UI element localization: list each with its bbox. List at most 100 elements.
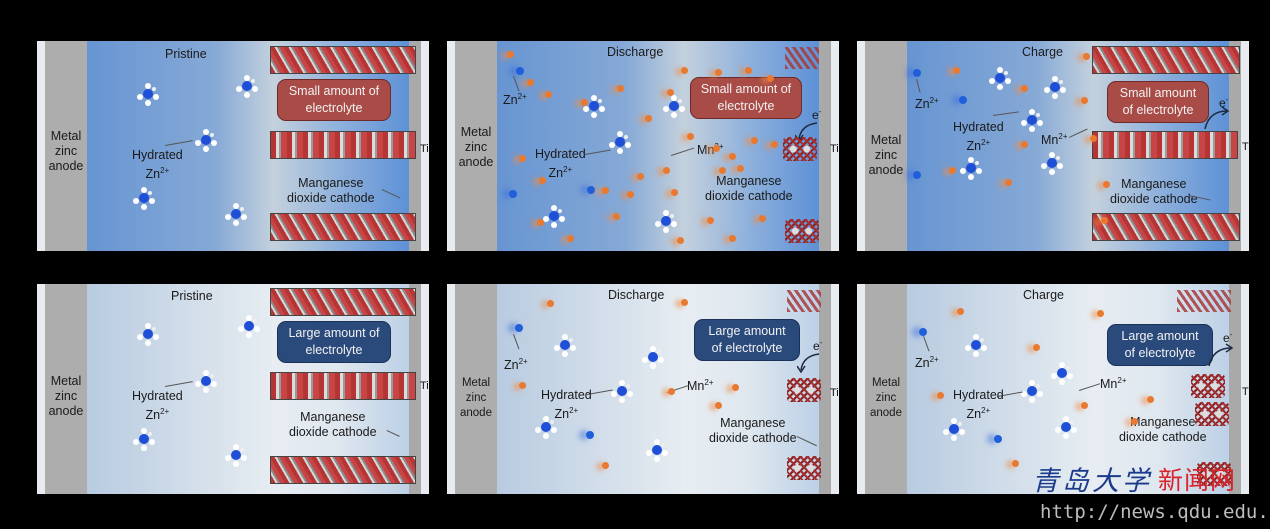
mn-ion	[1012, 460, 1019, 467]
hydrated-zn-ion	[949, 424, 959, 434]
ti-label: Ti	[830, 143, 839, 155]
hydrated-zn-ion	[143, 329, 153, 339]
mn-ion	[719, 167, 726, 174]
mno2-cluster	[787, 456, 821, 480]
state-label: Pristine	[171, 289, 213, 303]
hydrated-zn-ion	[995, 73, 1005, 83]
state-label: Charge	[1023, 288, 1064, 302]
mn-ion	[645, 115, 652, 122]
hydrated-zn-ion	[669, 101, 679, 111]
hydrated-zn-ion	[652, 445, 662, 455]
hydrated-zn-ion	[1047, 158, 1057, 168]
mn-ion	[1131, 418, 1138, 425]
electrolyte-region	[907, 284, 1229, 494]
ti-current-collector	[819, 284, 831, 494]
mn-ion	[1021, 85, 1028, 92]
mn-ion	[949, 167, 956, 174]
mn-ion	[519, 382, 526, 389]
electron-arrow-icon	[1204, 106, 1230, 130]
state-label: Discharge	[608, 288, 665, 302]
mn-ion	[1097, 310, 1104, 317]
electron-label: e-	[813, 338, 823, 353]
mn-ion	[687, 133, 694, 140]
mn-ion	[681, 67, 688, 74]
hydrated-zn-ion	[201, 376, 211, 386]
mno2-cluster	[783, 137, 817, 161]
mn-ion	[729, 235, 736, 242]
hydrated-zn-ion	[143, 89, 153, 99]
mn-ion	[751, 137, 758, 144]
zn-ion	[586, 431, 594, 439]
mno2-layer	[270, 213, 416, 241]
zinc-anode	[455, 284, 497, 494]
zn-ion	[509, 190, 517, 198]
hydrated-zn-ion	[589, 101, 599, 111]
mn-ion	[1033, 344, 1040, 351]
ti-label: Ti	[830, 387, 839, 399]
mno2-cluster	[1191, 374, 1225, 398]
electron-arrow-icon	[1208, 343, 1234, 367]
hydrated-zn-ion	[617, 386, 627, 396]
mn-ion	[1083, 53, 1090, 60]
state-label: Discharge	[607, 45, 664, 59]
mn-ion	[1090, 135, 1097, 142]
mno2-layer	[270, 131, 416, 159]
zn-ion	[959, 96, 967, 104]
hydrated-zn-ion	[139, 193, 149, 203]
mn-ion	[1103, 181, 1110, 188]
hydrated-zn-ion	[541, 422, 551, 432]
mn-ion	[581, 99, 588, 106]
mn-ion-label: Mn2+	[1041, 132, 1068, 148]
mn-ion	[519, 155, 526, 162]
mn-ion	[547, 300, 554, 307]
zn-ion	[919, 328, 927, 336]
zinc-anode	[45, 41, 87, 251]
hydrated-zn-ion	[661, 216, 671, 226]
mno2-layer	[270, 46, 416, 74]
mno2-layer	[270, 288, 416, 316]
mn-ion	[715, 402, 722, 409]
mn-ion	[759, 215, 766, 222]
hydrated-zn-ion	[201, 135, 211, 145]
watermark-news-label: 新闻网	[1158, 466, 1237, 495]
ti-label: Ti	[420, 380, 429, 392]
mn-ion	[707, 217, 714, 224]
hydrated-zn-ion	[1027, 386, 1037, 396]
electron-arrow-icon	[797, 353, 820, 374]
mn-ion	[637, 173, 644, 180]
mno2-fragment	[785, 47, 819, 69]
mn-ion-label: Mn2+	[687, 378, 714, 394]
mno2-fragment	[1177, 290, 1231, 312]
zn-ion	[913, 171, 921, 179]
mn-ion	[745, 67, 752, 74]
mn-ion	[667, 89, 674, 96]
state-label: Pristine	[165, 47, 207, 61]
mn-ion	[677, 237, 684, 244]
mno2-layer	[1092, 213, 1240, 241]
mn-ion	[937, 392, 944, 399]
mn-ion	[545, 91, 552, 98]
zn-ion	[587, 186, 595, 194]
hydrated-zn-ion	[615, 137, 625, 147]
zn-ion	[516, 67, 524, 75]
mn-ion	[527, 79, 534, 86]
mn-ion	[729, 153, 736, 160]
mno2-layer	[270, 456, 416, 484]
